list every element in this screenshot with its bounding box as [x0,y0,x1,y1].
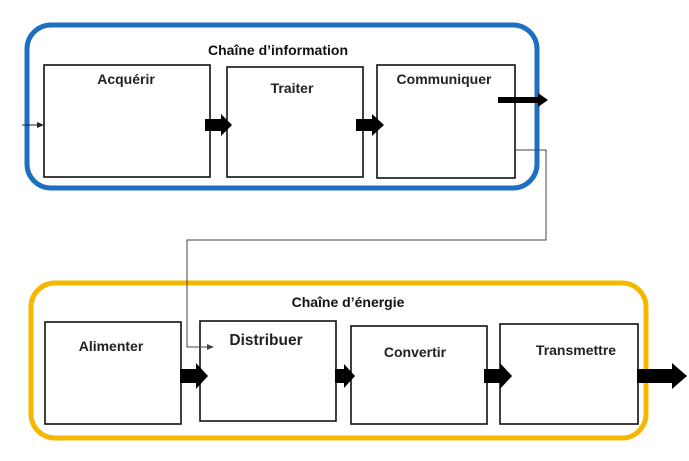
arrow-transmettre-output [637,363,687,389]
information-chain-frame [24,22,540,191]
block-communiquer-label: Communiquer [397,71,492,87]
block-acquerir-label: Acquérir [97,71,155,87]
block-transmettre-label: Transmettre [536,342,616,358]
arrow-distribuer-to-convertir [335,364,355,388]
energy-chain-frame [28,280,649,441]
block-traiter [226,66,364,178]
block-transmettre [499,323,639,425]
block-alimenter-label: Alimenter [79,338,144,354]
energy-chain-group: Chaîne d’énergie Alimenter Distribuer Co… [28,280,649,441]
energy-chain-title: Chaîne d’énergie [292,294,405,310]
arrow-convertir-to-transmettre [484,363,512,389]
block-distribuer-label: Distribuer [229,332,302,349]
arrow-traiter-to-communiquer [356,114,384,136]
block-convertir [350,325,488,425]
block-traiter-label: Traiter [271,80,314,96]
order-connector [186,149,547,350]
arrow-communiquer-output [498,93,548,107]
input-arrow [22,122,44,128]
block-communiquer [376,64,516,179]
arrow-alimenter-to-distribuer [180,363,208,389]
block-alimenter [44,321,182,425]
block-acquerir [43,64,211,178]
block-convertir-label: Convertir [384,344,447,360]
information-chain-group: Chaîne d’information Acquérir Traiter Co… [24,22,540,191]
information-chain-title: Chaîne d’information [208,42,348,58]
arrow-acquerir-to-traiter [205,114,232,136]
